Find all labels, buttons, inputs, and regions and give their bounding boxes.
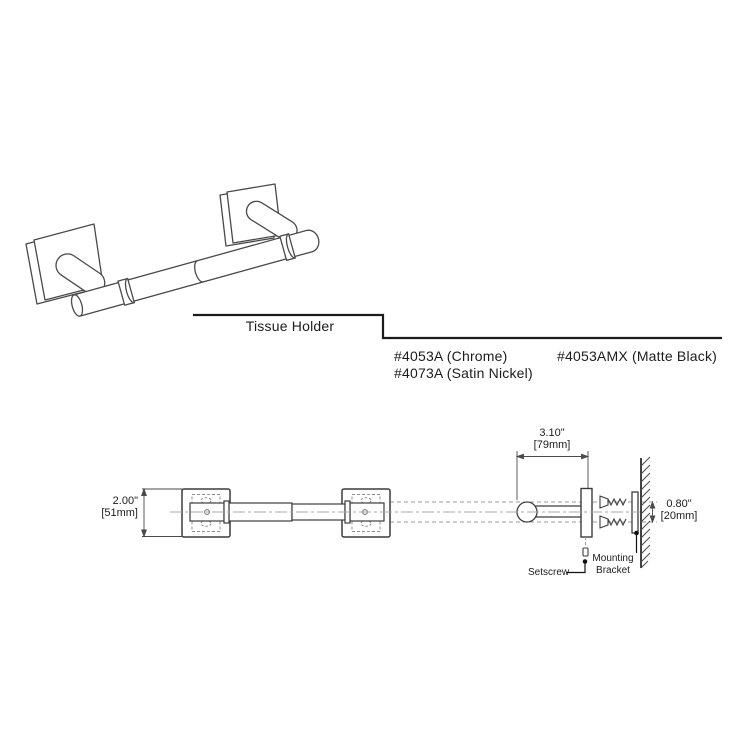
side-flange <box>580 487 593 538</box>
mounting-bracket-graphic <box>631 491 639 553</box>
mounting-screw-top <box>599 495 627 509</box>
part-number-matte-black: #4053AMX (Matte Black) <box>557 348 718 364</box>
width-dimension-label: 2.00" [51mm] <box>86 495 138 519</box>
projection-dimension-label: 3.10" [79mm] <box>522 427 582 451</box>
isometric-product-drawing <box>25 183 320 317</box>
callout-rule <box>193 313 722 340</box>
front-left-setscrew-hole <box>204 509 210 515</box>
screw-spacing-dimension <box>649 500 656 524</box>
side-arm <box>530 505 581 518</box>
projection-dimension <box>515 451 590 500</box>
wall-hatching <box>640 456 651 569</box>
mounting-bracket-label: Mounting Bracket <box>584 553 642 576</box>
screw-spacing-mm: [20mm] <box>660 509 698 522</box>
mounting-bracket-label-line2: Bracket <box>596 564 630 576</box>
screw-spacing-dimension-label: 0.80" [20mm] <box>656 498 702 522</box>
product-title: Tissue Holder <box>245 318 335 334</box>
iso-bar-end-cap <box>70 294 84 317</box>
dimension-drawing <box>141 451 657 574</box>
width-dimension-inches: 2.00" <box>112 495 138 507</box>
width-dimension <box>141 487 184 538</box>
setscrew-graphic <box>566 537 589 574</box>
front-view <box>181 488 391 538</box>
setscrew-label: Setscrew <box>528 567 570 578</box>
projection-dimension-inches: 3.10" <box>539 427 565 439</box>
iso-roller-bar <box>70 229 320 317</box>
mounting-screw-bottom <box>599 515 627 529</box>
projection-dimension-mm: [79mm] <box>533 438 571 451</box>
part-number-chrome: #4053A (Chrome) <box>394 348 508 364</box>
width-dimension-mm: [51mm] <box>101 506 138 519</box>
part-number-satin-nickel: #4073A (Satin Nickel) <box>394 365 533 381</box>
screw-spacing-inches: 0.80" <box>666 498 692 510</box>
mounting-bracket-label-line1: Mounting <box>592 553 634 564</box>
